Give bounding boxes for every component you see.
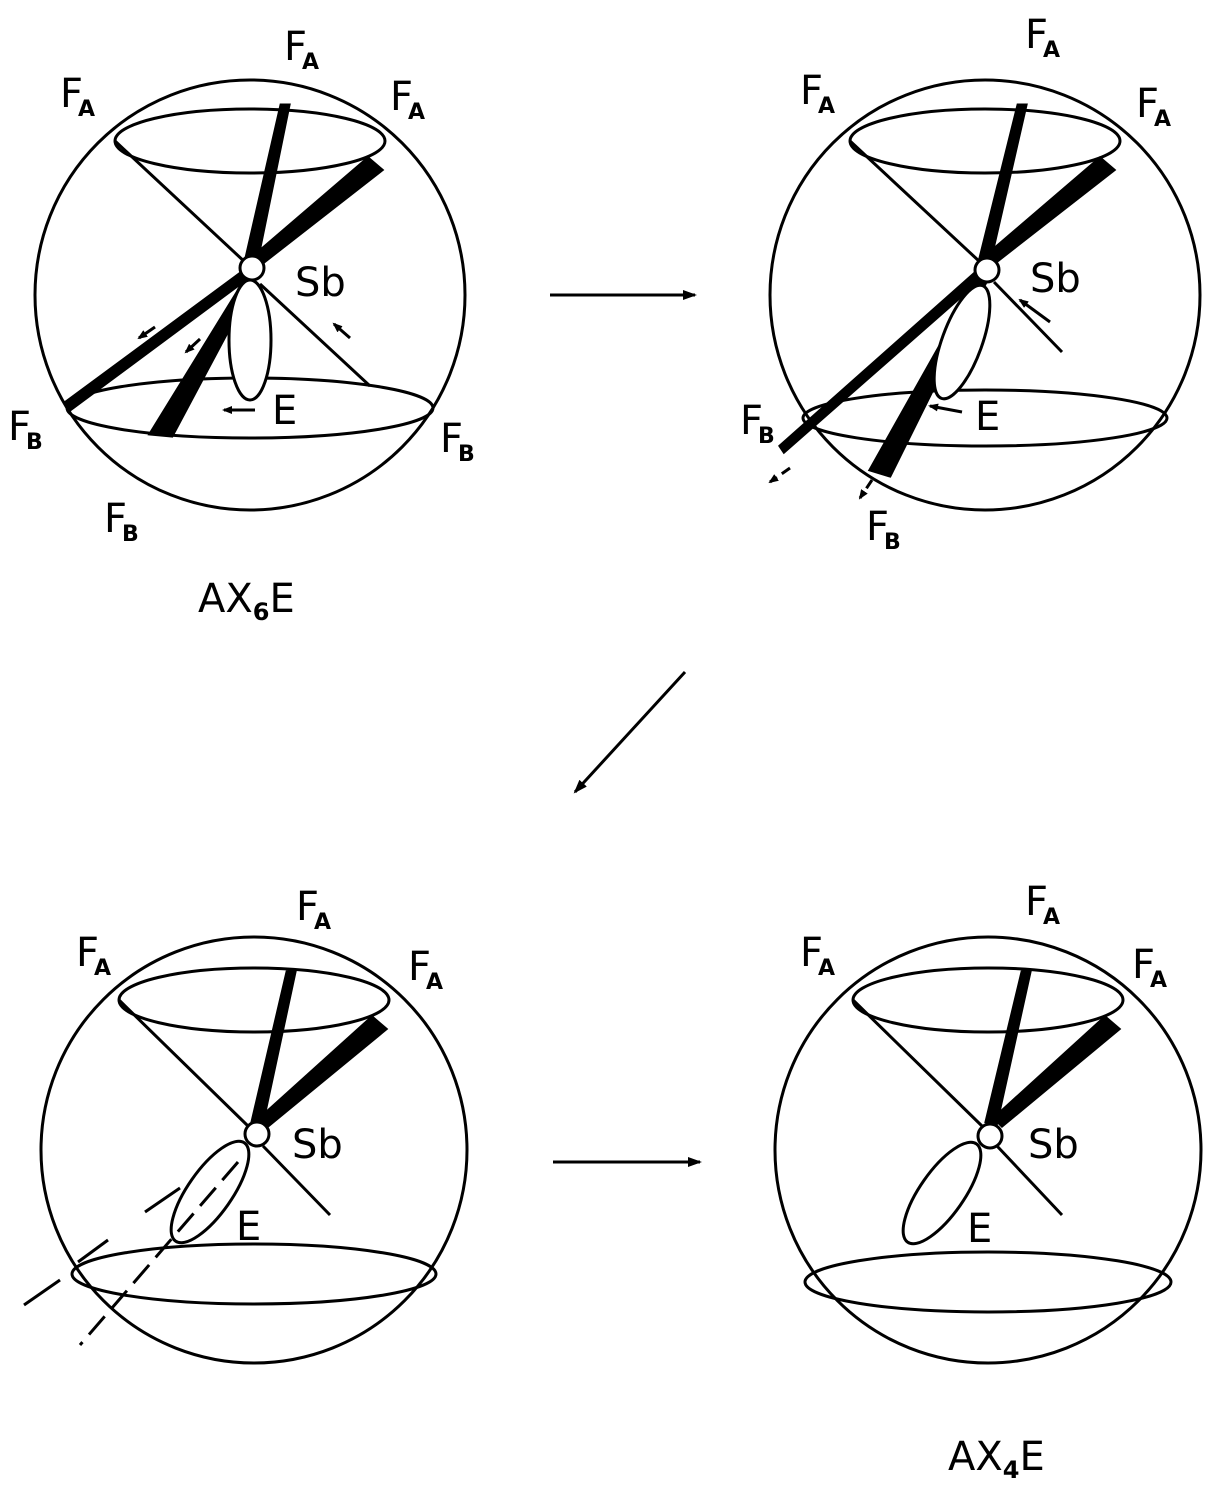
motion-arrow [770, 468, 790, 482]
label-sub: A [1154, 107, 1171, 132]
departing-bond [80, 1162, 238, 1345]
panel-4 [775, 937, 1201, 1363]
label-sb: Sb [292, 1122, 343, 1168]
label-sub: A [818, 956, 835, 981]
label-sub: B [758, 424, 775, 449]
label-sub: A [818, 94, 835, 119]
label-sub: B [458, 442, 475, 467]
panel-3 [24, 937, 467, 1363]
label-sub: A [1043, 38, 1060, 63]
label-sub: A [314, 910, 331, 935]
panel-2 [770, 80, 1200, 510]
lower-ring [72, 1244, 436, 1304]
central-atom [245, 1122, 269, 1146]
central-atom [240, 256, 264, 280]
upper-ring [115, 109, 385, 173]
label-sb: Sb [1030, 256, 1081, 302]
label-sub: B [122, 522, 139, 547]
upper-ring [119, 968, 389, 1032]
cone-line [115, 141, 247, 264]
label-sub: B [884, 530, 901, 555]
panel-3-labels: F A F A F A Sb E [76, 884, 443, 1250]
label-sb: Sb [1028, 1122, 1079, 1168]
sphere-outline [41, 937, 467, 1363]
cone-line [119, 1000, 248, 1126]
lone-pair-lobe [923, 279, 1002, 405]
motion-arrow [1020, 300, 1050, 322]
central-atom [975, 258, 999, 282]
panel-4-labels: F A F A F A Sb E AX4E [800, 879, 1167, 1484]
label-e: E [236, 1204, 261, 1250]
label-sb: Sb [295, 260, 346, 306]
panel-1 [35, 80, 465, 510]
caption-start: AX6E [198, 576, 295, 626]
motion-arrow [334, 324, 350, 338]
lone-pair-lobe [229, 280, 271, 400]
departing-fragment [24, 1280, 60, 1305]
label-sub: A [1043, 905, 1060, 930]
label-e: E [967, 1206, 992, 1252]
label-sub: A [408, 100, 425, 125]
label-sub: A [78, 97, 95, 122]
caption-end: AX4E [948, 1434, 1045, 1484]
lower-ring [805, 1252, 1171, 1312]
central-atom [978, 1124, 1002, 1148]
cone-line [850, 141, 980, 262]
transition-arrow [575, 672, 685, 792]
label-e: E [975, 394, 1000, 440]
cone-line [853, 1000, 982, 1126]
upper-ring [853, 968, 1123, 1032]
label-sub: B [26, 430, 43, 455]
label-sub: A [302, 50, 319, 75]
motion-arrow [930, 406, 962, 412]
label-sub: A [1150, 968, 1167, 993]
label-sub: A [426, 970, 443, 995]
label-sub: A [94, 956, 111, 981]
motion-arrow [860, 480, 872, 498]
upper-ring [850, 109, 1120, 173]
motion-arrow [186, 339, 200, 352]
label-e: E [272, 388, 297, 434]
